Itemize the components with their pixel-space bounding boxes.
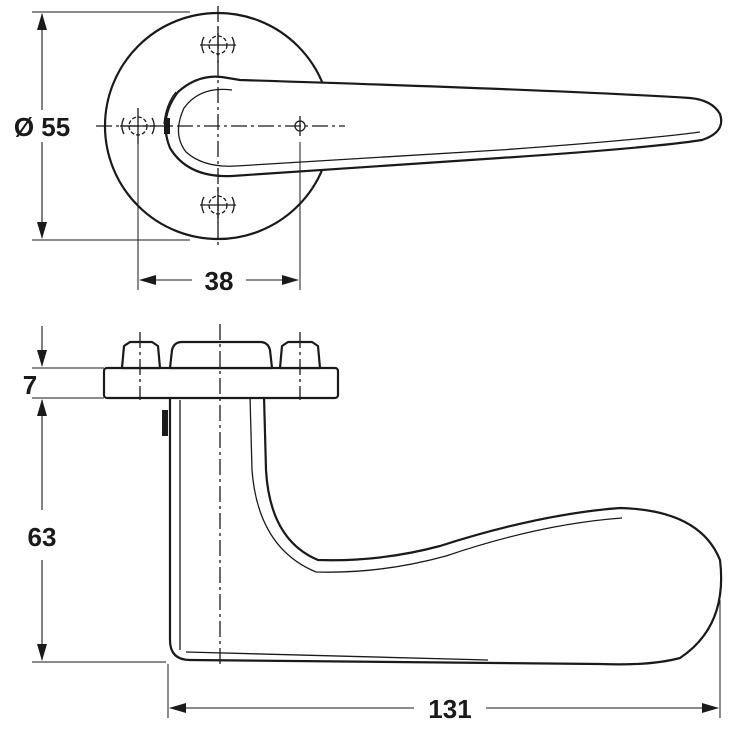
screw-hole-left	[120, 108, 156, 144]
dimension-hole-spacing: 38	[137, 142, 301, 296]
dimension-rose-diameter: Ø 55	[14, 11, 190, 241]
screw-hole-right	[294, 116, 306, 136]
lever-side-inner-line	[249, 395, 623, 573]
dimension-lever-length: 131	[167, 600, 721, 724]
rose-boss-left	[120, 340, 162, 370]
screw-hole-top	[200, 27, 236, 63]
dimension-label-height: 63	[28, 522, 57, 552]
lever-top-outline	[164, 75, 723, 178]
dimension-label-length: 131	[428, 694, 471, 724]
lever-side-bottom-line	[185, 651, 489, 661]
dimension-label-diameter: Ø 55	[14, 112, 70, 142]
side-view: 7 63 131	[23, 324, 723, 724]
dimension-lever-height: 63	[28, 400, 166, 663]
screw-hole-bottom	[200, 187, 236, 223]
lever-side-grub-screw	[162, 410, 168, 436]
dimension-label-spacing: 38	[205, 266, 234, 296]
lever-top-spindle-marker	[164, 118, 170, 134]
rose-plate-side	[102, 366, 340, 400]
top-view: Ø 55 38	[14, 6, 723, 296]
dimension-rose-thickness: 7	[23, 326, 104, 416]
lever-top-inner-line	[177, 88, 701, 167]
lever-side-outline	[168, 394, 723, 666]
dimension-label-thickness: 7	[23, 370, 37, 400]
rose-boss-centre	[168, 340, 274, 370]
